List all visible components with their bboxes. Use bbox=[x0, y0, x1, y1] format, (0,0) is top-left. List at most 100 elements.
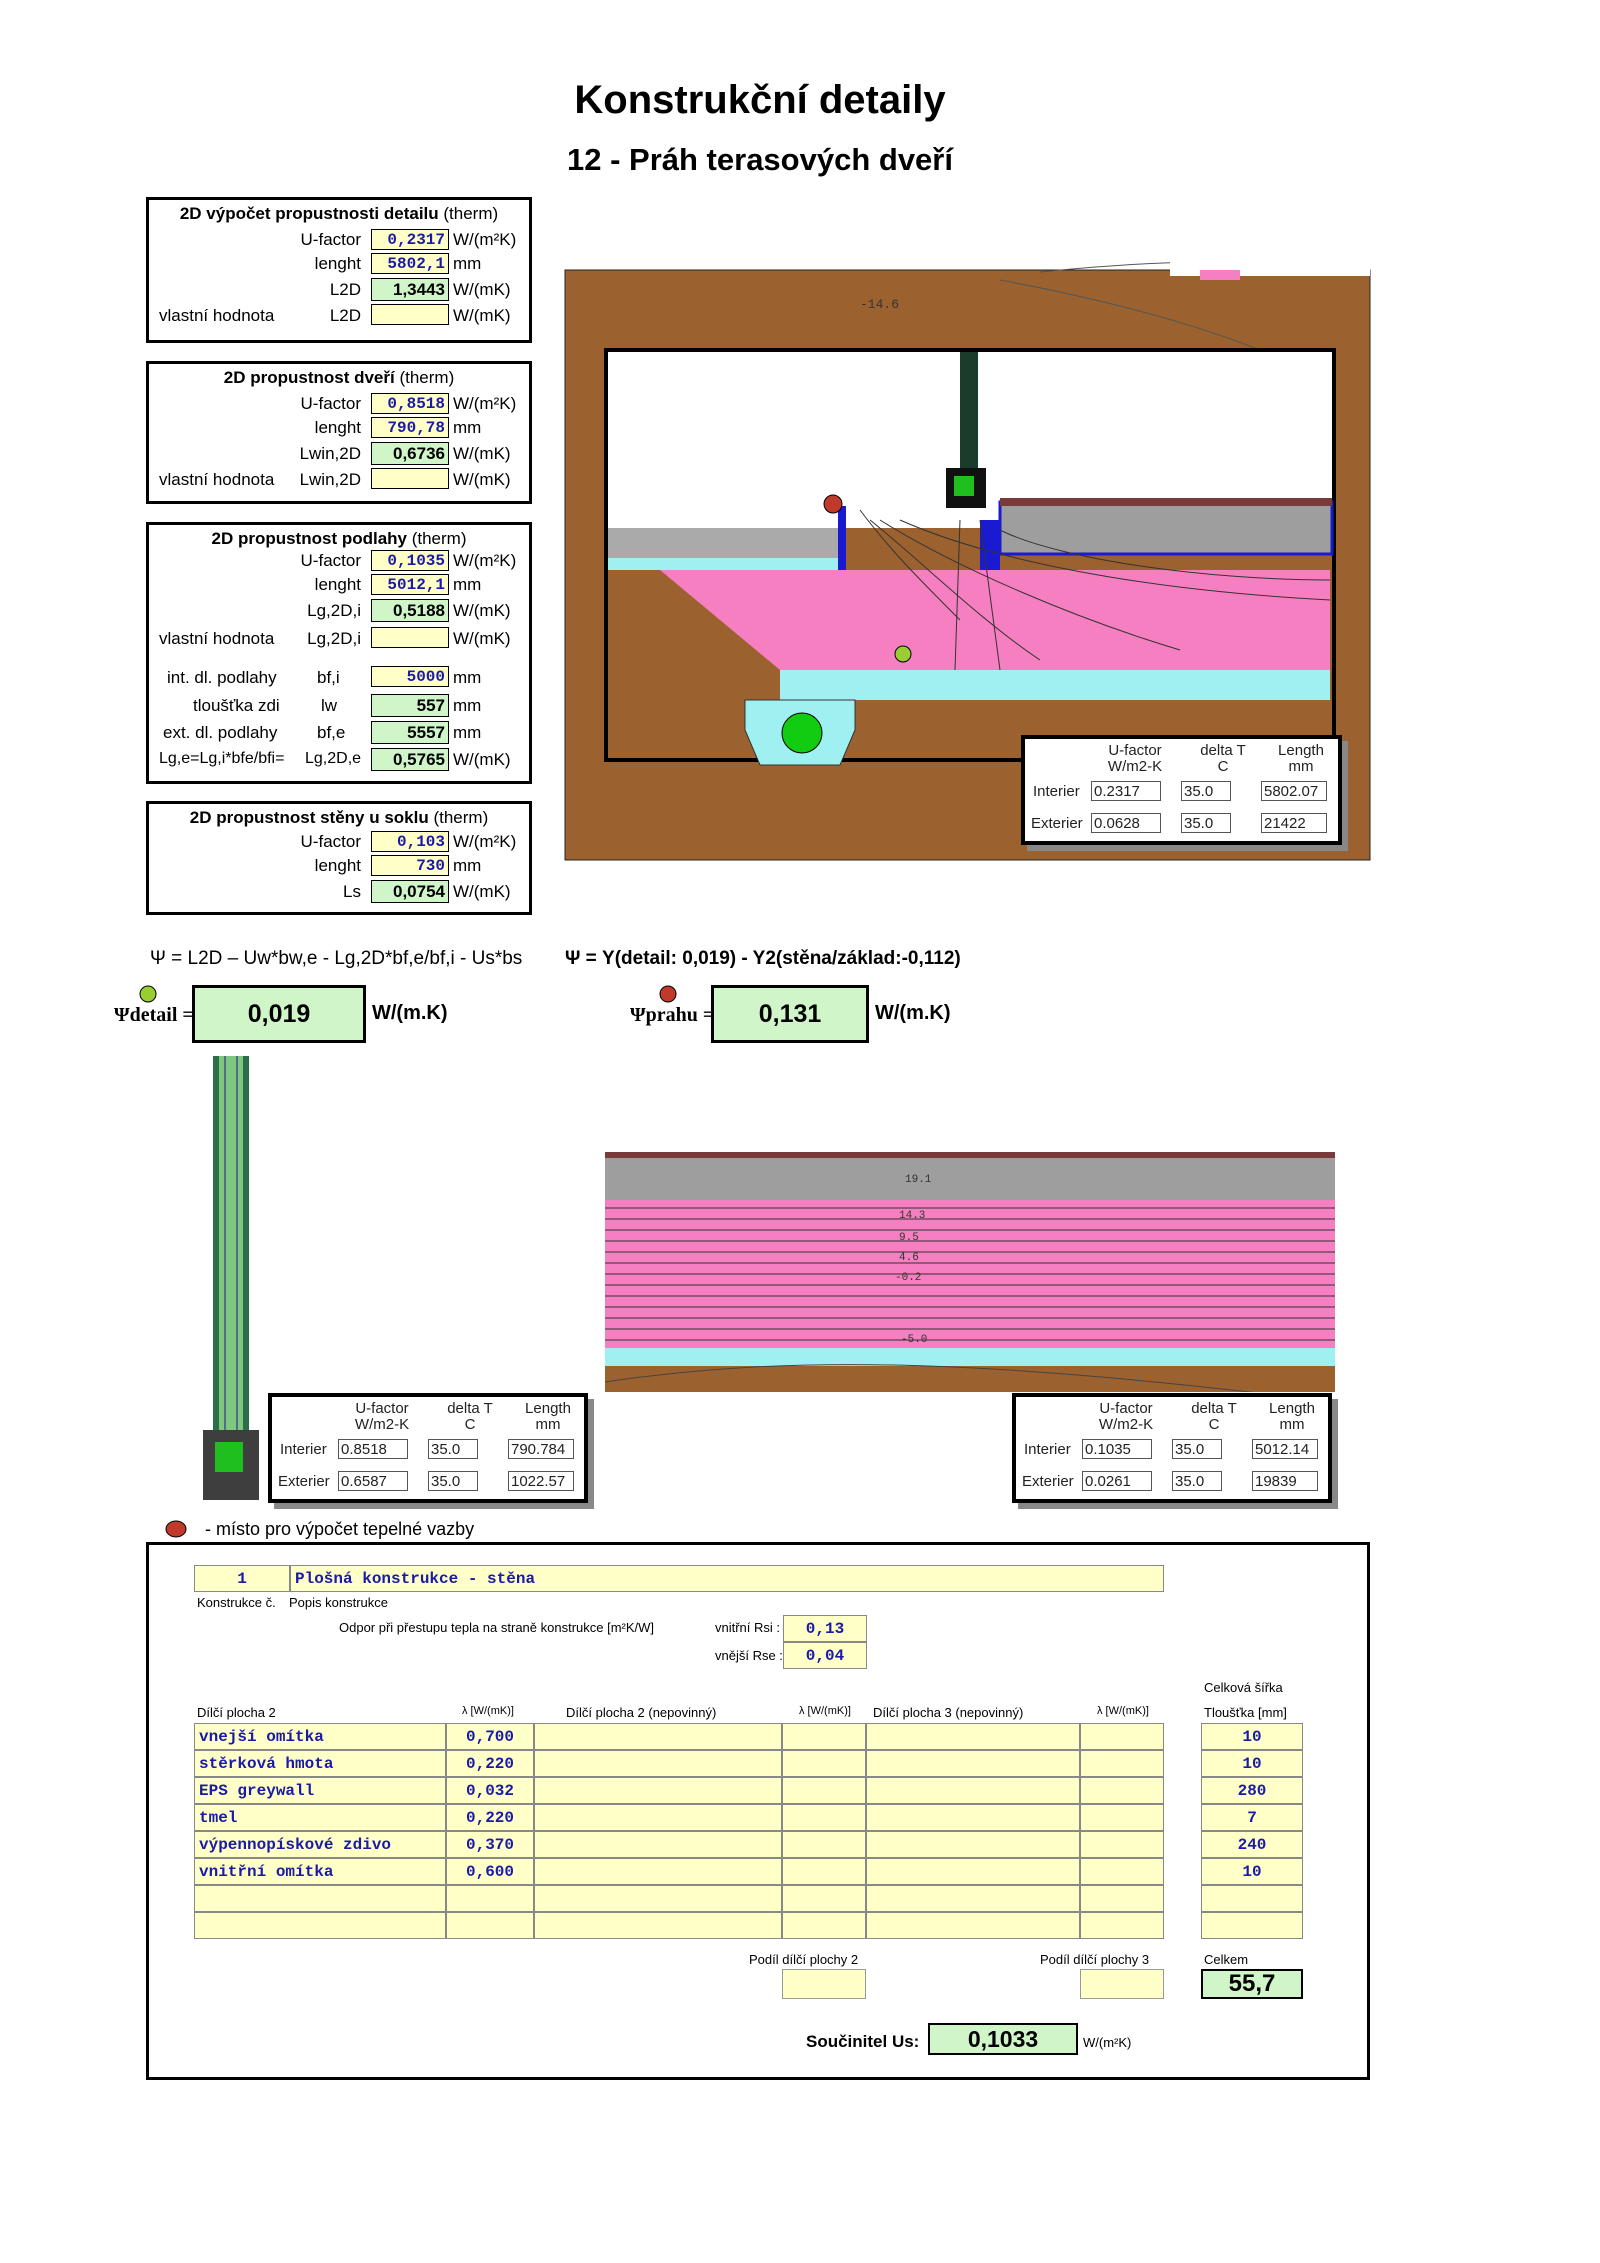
layer-empty-cell[interactable] bbox=[782, 1885, 866, 1912]
construction-number[interactable]: 1 bbox=[194, 1565, 290, 1592]
length-value[interactable]: 730 bbox=[371, 855, 449, 876]
layer-empty-cell[interactable] bbox=[534, 1723, 782, 1750]
ufactor-value[interactable]: 0,103 bbox=[371, 831, 449, 852]
own-value-input[interactable] bbox=[371, 468, 449, 489]
layer-thickness[interactable]: 240 bbox=[1201, 1831, 1303, 1858]
layer-empty-cell[interactable] bbox=[866, 1777, 1080, 1804]
layer-lambda[interactable]: 0,700 bbox=[446, 1723, 534, 1750]
layer-name[interactable]: vnejší omítka bbox=[194, 1723, 446, 1750]
isotherm-label: 9.5 bbox=[899, 1232, 919, 1244]
layer-name[interactable]: výpennopískové zdivo bbox=[194, 1831, 446, 1858]
layer-name[interactable]: vnitřní omítka bbox=[194, 1858, 446, 1885]
layer-empty-cell[interactable] bbox=[866, 1831, 1080, 1858]
length-unit: mm bbox=[453, 254, 482, 273]
length-value[interactable]: 790,78 bbox=[371, 417, 449, 438]
layer-empty-cell[interactable] bbox=[1080, 1885, 1164, 1912]
own-unit: W/(mK) bbox=[453, 629, 511, 648]
layer-empty-cell[interactable] bbox=[866, 1912, 1080, 1939]
own-value-input[interactable] bbox=[371, 627, 449, 648]
panel-title: 2D propustnost stěny u soklu (therm) bbox=[189, 808, 489, 827]
layer-empty-cell[interactable] bbox=[1080, 1858, 1164, 1885]
layer-empty-cell[interactable] bbox=[866, 1858, 1080, 1885]
wall-thickness-value: 557 bbox=[371, 694, 449, 717]
layer-empty-cell[interactable] bbox=[446, 1885, 534, 1912]
layer-empty-cell[interactable] bbox=[534, 1777, 782, 1804]
lwin-value: 0,6736 bbox=[371, 442, 449, 465]
layer-thickness[interactable]: 10 bbox=[1201, 1858, 1303, 1885]
layer-lambda[interactable]: 0,600 bbox=[446, 1858, 534, 1885]
layer-empty-cell[interactable] bbox=[534, 1750, 782, 1777]
layer-empty-cell[interactable] bbox=[782, 1912, 866, 1939]
construction-description[interactable]: Plošná konstrukce - stěna bbox=[290, 1565, 1164, 1592]
layer-empty-cell[interactable] bbox=[782, 1831, 866, 1858]
layer-empty-cell[interactable] bbox=[1080, 1804, 1164, 1831]
layer-empty-cell[interactable] bbox=[782, 1858, 866, 1885]
layer-empty-cell[interactable] bbox=[1080, 1777, 1164, 1804]
formula-left: Ψ = L2D – Uw*bw,e - Lg,2D*bf,e/bf,i - Us… bbox=[150, 948, 523, 969]
layer-thickness[interactable]: 10 bbox=[1201, 1723, 1303, 1750]
exterier-dt: 35.0 bbox=[1172, 1471, 1222, 1491]
layer-empty-cell[interactable] bbox=[782, 1777, 866, 1804]
layer-thickness[interactable]: 7 bbox=[1201, 1804, 1303, 1831]
layer-thickness[interactable]: 280 bbox=[1201, 1777, 1303, 1804]
layer-empty-cell[interactable] bbox=[1201, 1912, 1303, 1939]
layer-name[interactable]: stěrková hmota bbox=[194, 1750, 446, 1777]
int-floor-unit: mm bbox=[453, 668, 482, 687]
layer-empty-cell[interactable] bbox=[446, 1912, 534, 1939]
layer-lambda[interactable]: 0,032 bbox=[446, 1777, 534, 1804]
exterier-u: 0.6587 bbox=[338, 1471, 408, 1491]
ufactor-value[interactable]: 0,2317 bbox=[371, 229, 449, 250]
layer-empty-cell[interactable] bbox=[534, 1831, 782, 1858]
layer-name[interactable]: EPS greywall bbox=[194, 1777, 446, 1804]
construction-frame: 1 Plošná konstrukce - stěna Konstrukce č… bbox=[146, 1542, 1370, 2080]
exterier-length: 19839 bbox=[1252, 1471, 1318, 1491]
panel-title: 2D výpočet propustnosti detailu (therm) bbox=[179, 204, 499, 223]
layer-empty-cell[interactable] bbox=[194, 1912, 446, 1939]
share3-input[interactable] bbox=[1080, 1969, 1164, 1999]
layer-lambda[interactable]: 0,220 bbox=[446, 1750, 534, 1777]
share2-label: Podíl dílčí plochy 2 bbox=[749, 1952, 859, 1967]
layer-empty-cell[interactable] bbox=[866, 1885, 1080, 1912]
layer-empty-cell[interactable] bbox=[866, 1723, 1080, 1750]
wall-thickness-label: tloušťka zdi bbox=[193, 696, 280, 715]
ufactor-value[interactable]: 0,1035 bbox=[371, 550, 449, 571]
layer-thickness[interactable]: 10 bbox=[1201, 1750, 1303, 1777]
layer-empty-cell[interactable] bbox=[866, 1804, 1080, 1831]
layer-empty-cell[interactable] bbox=[534, 1858, 782, 1885]
rsi-value[interactable]: 0,13 bbox=[783, 1615, 867, 1642]
layer-empty-cell[interactable] bbox=[1080, 1912, 1164, 1939]
layer-lambda[interactable]: 0,370 bbox=[446, 1831, 534, 1858]
int-floor-symbol: bf,i bbox=[317, 668, 340, 687]
share3-label: Podíl dílčí plochy 3 bbox=[1040, 1952, 1150, 1967]
interier-length: 5012.14 bbox=[1252, 1439, 1318, 1459]
length-unit: mm bbox=[453, 418, 482, 437]
layer-empty-cell[interactable] bbox=[1201, 1885, 1303, 1912]
layer-empty-cell[interactable] bbox=[1080, 1831, 1164, 1858]
share2-input[interactable] bbox=[782, 1969, 866, 1999]
layer-empty-cell[interactable] bbox=[782, 1804, 866, 1831]
rse-value[interactable]: 0,04 bbox=[783, 1642, 867, 1669]
layer-empty-cell[interactable] bbox=[534, 1912, 782, 1939]
l2d-label: L2D bbox=[329, 280, 361, 299]
ufactor-label: U-factor bbox=[300, 832, 361, 851]
layer-empty-cell[interactable] bbox=[534, 1804, 782, 1831]
interier-dt: 35.0 bbox=[1172, 1439, 1222, 1459]
lwin-unit: W/(mK) bbox=[453, 444, 511, 463]
interier-u: 0.1035 bbox=[1082, 1439, 1152, 1459]
int-floor-value[interactable]: 5000 bbox=[371, 666, 449, 687]
ufactor-value[interactable]: 0,8518 bbox=[371, 393, 449, 414]
layer-empty-cell[interactable] bbox=[194, 1885, 446, 1912]
own-value-input[interactable] bbox=[371, 304, 449, 325]
length-value[interactable]: 5802,1 bbox=[371, 253, 449, 274]
length-value[interactable]: 5012,1 bbox=[371, 574, 449, 595]
layer-empty-cell[interactable] bbox=[1080, 1723, 1164, 1750]
layer-empty-cell[interactable] bbox=[782, 1723, 866, 1750]
layer-empty-cell[interactable] bbox=[782, 1750, 866, 1777]
layer-lambda[interactable]: 0,220 bbox=[446, 1804, 534, 1831]
layer-name[interactable]: tmel bbox=[194, 1804, 446, 1831]
layer-empty-cell[interactable] bbox=[1080, 1750, 1164, 1777]
layer-empty-cell[interactable] bbox=[534, 1885, 782, 1912]
layer-empty-cell[interactable] bbox=[866, 1750, 1080, 1777]
